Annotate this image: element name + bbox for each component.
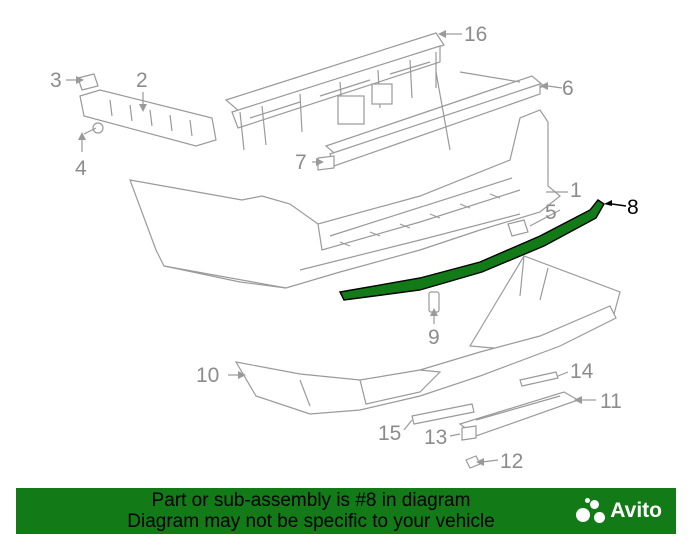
part-label-5: 5 <box>545 201 557 224</box>
bracket-part-2 <box>79 89 217 147</box>
bumper-fascia-part-1 <box>129 109 561 289</box>
part-label-9: 9 <box>428 326 440 349</box>
part-label-7: 7 <box>295 151 307 174</box>
banner-line-2: Diagram may not be specific to your vehi… <box>127 511 495 532</box>
strip-part-14 <box>519 371 559 387</box>
part-label-11: 11 <box>600 390 622 413</box>
part-label-14: 14 <box>570 360 594 383</box>
part-label-15: 15 <box>378 422 401 445</box>
leader-lines <box>66 30 627 466</box>
bracket-part-13 <box>461 425 477 441</box>
part-labels: 16 6 3 2 4 7 1 5 8 9 10 14 11 15 13 12 <box>50 23 639 473</box>
info-banner: Part or sub-assembly is #8 in diagram Di… <box>16 488 676 534</box>
avito-brand-text: Avito <box>610 499 662 522</box>
part-label-8: 8 <box>627 196 639 219</box>
bolt-part-4 <box>83 122 104 135</box>
clip-part-7 <box>317 155 335 171</box>
impact-bar-part-16 <box>224 32 445 151</box>
clip-part-3 <box>77 73 99 91</box>
part-label-2: 2 <box>136 69 148 92</box>
part-label-3: 3 <box>50 69 62 92</box>
lower-fascia-part-10 <box>234 305 617 415</box>
insert-part-5 <box>507 219 529 237</box>
part-label-12: 12 <box>500 450 523 473</box>
part-label-16: 16 <box>464 23 487 46</box>
strip-part-15 <box>411 403 475 425</box>
parts-diagram: 16 6 3 2 4 7 1 5 8 9 10 14 11 15 13 12 <box>50 23 639 473</box>
banner-line-1: Part or sub-assembly is #8 in diagram <box>151 490 471 511</box>
part-label-4: 4 <box>75 157 87 180</box>
part-label-6: 6 <box>562 77 574 100</box>
trim-panel-part-11 <box>458 391 580 437</box>
part-label-1: 1 <box>570 179 582 202</box>
avito-dots-logo-icon <box>576 498 606 524</box>
avito-watermark: Avito <box>576 498 662 524</box>
part-label-10: 10 <box>196 364 219 387</box>
part-label-13: 13 <box>424 426 447 449</box>
